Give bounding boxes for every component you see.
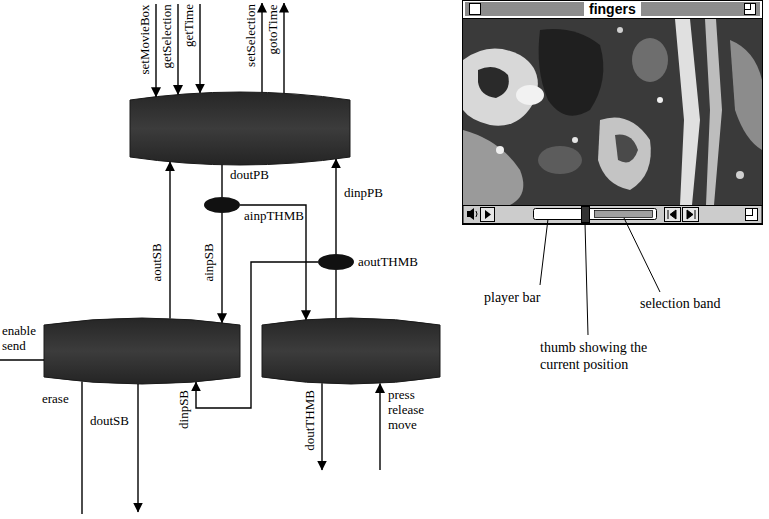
signal-wire (335, 270, 336, 318)
thumb (582, 207, 590, 223)
signal-arrow (321, 383, 322, 470)
video-speck (736, 171, 744, 179)
signal-arrow (261, 3, 262, 92)
output-signal-label: doutSB (90, 414, 129, 429)
input-signal-label: erase (42, 392, 69, 407)
title-rule (462, 18, 763, 19)
play-button (481, 208, 495, 222)
resize-box-inner (746, 209, 753, 216)
play-triangle (485, 210, 491, 219)
signal-wire (81, 381, 82, 514)
callout-label: player bar (484, 290, 540, 307)
step-back-button (665, 208, 681, 222)
video-image (463, 19, 762, 205)
video-shape (478, 67, 509, 98)
video-shape (615, 135, 638, 163)
input-signal-label: getSelection (160, 4, 175, 68)
leader-line (540, 219, 548, 285)
zoom-box (745, 4, 756, 15)
input-signal-label: getTime (182, 4, 197, 47)
video-shape (538, 146, 582, 174)
port-label: ainpTHMB (244, 209, 304, 224)
video-shape (730, 40, 762, 150)
video-speck (657, 97, 663, 103)
signal-arrow (283, 3, 284, 93)
splitter-dot (204, 197, 240, 213)
callout-label: selection band (640, 296, 720, 313)
component-blob (44, 318, 240, 384)
component-blob (262, 318, 440, 384)
video-frame (463, 19, 762, 205)
video-shape (463, 130, 523, 205)
window-title: fingers (584, 1, 641, 17)
step-back-icon (668, 210, 676, 219)
player-bar-track (534, 209, 657, 220)
port-label: aoutTHMB (358, 255, 418, 270)
video-shape (539, 29, 604, 116)
video-speck (572, 137, 578, 143)
speaker-waves (476, 211, 477, 217)
signal-arrow (379, 384, 380, 471)
input-signal-label: enable send (2, 324, 36, 354)
signal-arrow (169, 162, 170, 319)
movie-window (462, 1, 763, 225)
resize-box (746, 209, 758, 221)
output-signal-label: gotoTime (266, 4, 281, 54)
signal-arrow (199, 4, 200, 93)
signal-arrow (196, 262, 318, 408)
port-label: dinpSB (177, 390, 192, 429)
signal-wire (221, 165, 222, 197)
port-label: dinpPB (344, 186, 383, 201)
leader-line (585, 223, 588, 335)
window-frame (463, 1, 763, 225)
video-shape (632, 38, 668, 82)
selection-band (595, 211, 653, 218)
close-box (470, 4, 481, 15)
input-signal-label: setMovieBox (138, 4, 153, 74)
signal-arrow (155, 4, 156, 97)
video-speck (617, 27, 623, 33)
step-forward-icon (687, 210, 695, 219)
leader-line (624, 218, 660, 292)
video-shape (705, 19, 722, 205)
zoom-box-inner (745, 4, 751, 10)
signal-arrow (221, 213, 222, 323)
video-shape (516, 85, 544, 105)
port-label: ainpSB (202, 243, 217, 281)
signal-wire (0, 359, 44, 360)
splitter-dot (318, 254, 354, 270)
video-speck (496, 146, 504, 154)
signal-arrow (137, 384, 138, 512)
speaker-icon (467, 208, 474, 220)
video-shape (675, 19, 700, 205)
port-label: aoutSB (150, 243, 165, 281)
step-forward-button (683, 208, 699, 222)
callout-label: thumb showing the current position (540, 340, 680, 374)
component-blob (130, 92, 350, 165)
video-shape (598, 118, 651, 191)
signal-arrow (335, 159, 336, 254)
port-label: doutPB (230, 168, 269, 183)
input-signal-label: press release move (388, 388, 424, 433)
signal-arrow (177, 4, 178, 95)
output-signal-label: setSelection (244, 4, 259, 67)
controller-bar (463, 206, 762, 224)
output-signal-label: doutTHMB (303, 390, 318, 451)
